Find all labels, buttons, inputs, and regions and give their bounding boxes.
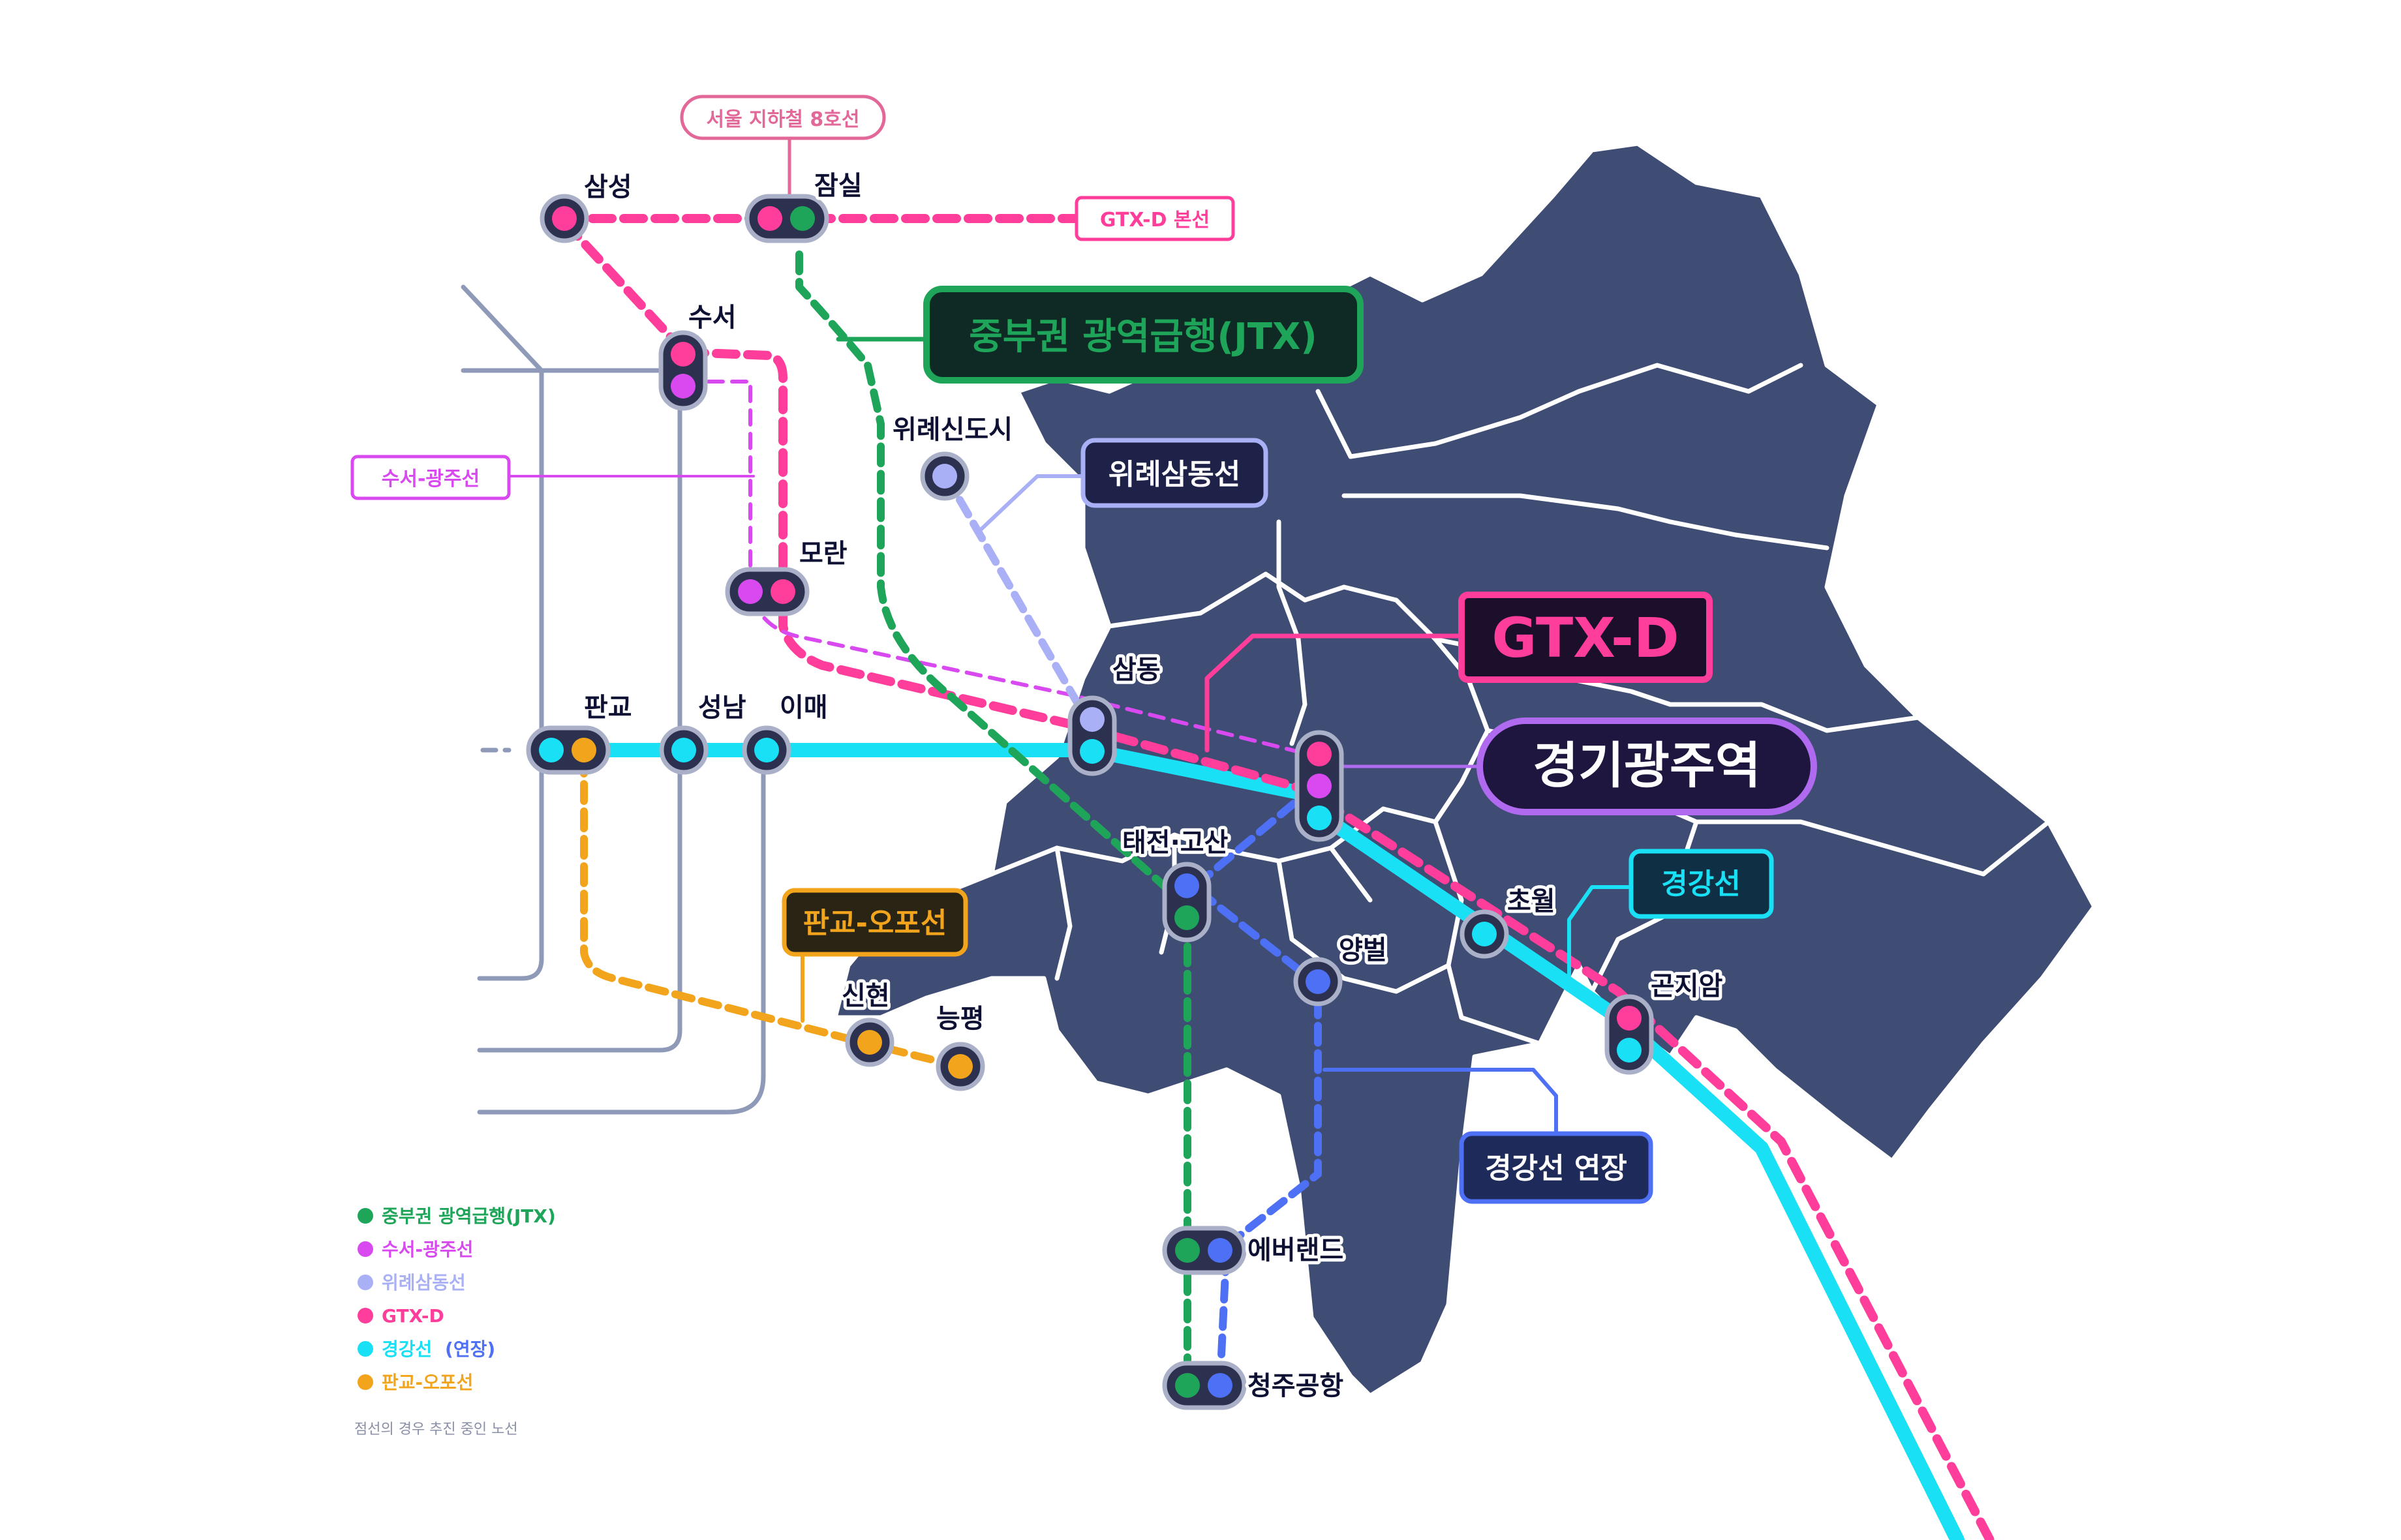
line-gtx-d — [681, 348, 1995, 1540]
station-samdong[interactable] — [1067, 695, 1117, 776]
label-cheongju-airport: 청주공항 — [1247, 1371, 1343, 1401]
station-labels: 삼성 잠실 수서 위례신도시 모란 삼동 판교 성남 이매 태전·고산 초월 양… — [581, 168, 1726, 1404]
callout-seoul-line8-text: 서울 지하철 8호선 — [707, 108, 860, 131]
callout-pangyo-opo: 판교-오포선 — [782, 888, 968, 957]
label-everland: 에버랜드 — [1247, 1235, 1343, 1265]
legend-item-gyeonggang: 경강선 (연장) — [358, 1338, 495, 1360]
station-everland[interactable] — [1162, 1226, 1247, 1275]
station-gonjiam[interactable] — [1604, 994, 1654, 1075]
legend-label-gtx-d: GTX-D — [382, 1305, 444, 1327]
station-cheongju-airport[interactable] — [1162, 1361, 1247, 1410]
label-yangbeol: 양벌 — [1339, 935, 1387, 965]
label-samdong: 삼동 — [1112, 655, 1161, 685]
callout-connectors — [508, 135, 1633, 1137]
label-sinhyeon: 신현 — [842, 981, 890, 1011]
label-moran: 모란 — [799, 539, 848, 569]
callout-seoul-line8: 서울 지하철 8호선 — [680, 95, 886, 140]
line-jtx — [795, 250, 1191, 1387]
station-gyeonggi-gwangju[interactable] — [1294, 730, 1344, 842]
callout-gyeonggang-ext-text: 경강선 연장 — [1485, 1152, 1627, 1185]
line-wirye-samdong — [942, 472, 1093, 728]
existing-lines — [461, 284, 766, 1115]
station-wirye-newtown[interactable] — [920, 451, 970, 501]
legend-item-suseo-gwangju: 수서-광주선 — [358, 1239, 473, 1260]
station-moran[interactable] — [725, 567, 810, 616]
legend-label-gyeonggang-row: 경강선 (연장) — [382, 1338, 495, 1360]
callout-wirye-samdong-text: 위례삼동선 — [1109, 458, 1240, 491]
legend-item-jtx: 중부권 광역급행(JTX) — [358, 1205, 556, 1227]
label-samseong: 삼성 — [584, 172, 632, 202]
legend-label-pangyo-opo: 판교-오포선 — [382, 1372, 473, 1393]
callout-jtx: 중부권 광역급행(JTX) — [923, 286, 1364, 384]
label-wirye-newtown: 위례신도시 — [893, 415, 1013, 445]
label-neungpyeong: 능평 — [936, 1004, 985, 1034]
station-yangbeol[interactable] — [1293, 957, 1343, 1006]
legend-note: 점선의 경우 추진 중인 노선 — [354, 1421, 518, 1438]
station-neungpyeong[interactable] — [936, 1042, 985, 1091]
callout-gtx-d-text: GTX-D — [1491, 606, 1679, 670]
legend-label-suseo-gwangju: 수서-광주선 — [382, 1239, 473, 1260]
callout-gtx-d-main-text: GTX-D 본선 — [1100, 209, 1210, 232]
callout-suseo-gwangju: 수서-광주선 — [350, 455, 511, 500]
station-suseo[interactable] — [658, 330, 708, 411]
station-pangyo[interactable] — [526, 725, 611, 775]
callout-gyeonggang-ext: 경강선 연장 — [1459, 1131, 1653, 1204]
station-sinhyeon[interactable] — [845, 1018, 895, 1067]
station-samseong[interactable] — [540, 194, 589, 243]
line-gtx-d-samseong — [560, 217, 683, 350]
station-taejeon-gosan[interactable] — [1162, 862, 1212, 943]
legend-item-pangyo-opo: 판교-오포선 — [358, 1372, 473, 1393]
legend-label-wirye-samdong: 위례삼동선 — [382, 1272, 466, 1293]
callout-gyeonggang-text: 경강선 — [1661, 868, 1740, 901]
label-pangyo: 판교 — [584, 693, 632, 723]
label-taejeon-gosan: 태전·고산 — [1122, 828, 1229, 858]
station-chowol[interactable] — [1460, 909, 1509, 959]
existing-line-a — [461, 284, 544, 981]
label-suseo: 수서 — [688, 303, 737, 333]
label-jamsil: 잠실 — [814, 171, 863, 201]
callout-gyeonggi-gwangju-text: 경기광주역 — [1533, 736, 1761, 794]
callout-gyeonggi-gwangju: 경기광주역 — [1476, 717, 1817, 815]
callout-gyeonggang: 경강선 — [1629, 849, 1774, 919]
label-gonjiam: 곤지암 — [1651, 971, 1723, 1001]
legend-label-gyeonggang-ext: (연장) — [445, 1338, 495, 1360]
label-seongnam: 성남 — [698, 693, 746, 723]
legend-item-gtx-d: GTX-D — [358, 1305, 444, 1327]
label-imae: 이매 — [780, 693, 828, 723]
label-chowol: 초월 — [1507, 886, 1555, 916]
legend: 중부권 광역급행(JTX) 수서-광주선 위례삼동선 GTX-D 경강선 (연장… — [354, 1205, 556, 1438]
callout-gtx-d: GTX-D — [1458, 592, 1713, 683]
existing-line-c — [477, 368, 682, 1053]
callout-pangyo-opo-text: 판교-오포선 — [803, 907, 947, 940]
legend-item-wirye-samdong: 위례삼동선 — [358, 1272, 466, 1293]
callout-jtx-text: 중부권 광역급행(JTX) — [969, 316, 1317, 358]
callout-gtx-d-main: GTX-D 본선 — [1075, 196, 1235, 241]
station-seongnam[interactable] — [659, 725, 709, 775]
callout-wirye-samdong: 위례삼동선 — [1080, 438, 1268, 508]
legend-label-gyeonggang: 경강선 — [382, 1338, 432, 1360]
stations — [526, 194, 1654, 1410]
line-pangyo-opo — [580, 753, 963, 1070]
station-jamsil[interactable] — [744, 194, 829, 243]
callout-suseo-gwangju-text: 수서-광주선 — [382, 468, 480, 491]
station-imae[interactable] — [742, 725, 791, 775]
existing-line-d — [477, 747, 766, 1115]
legend-label-jtx: 중부권 광역급행(JTX) — [382, 1205, 556, 1227]
